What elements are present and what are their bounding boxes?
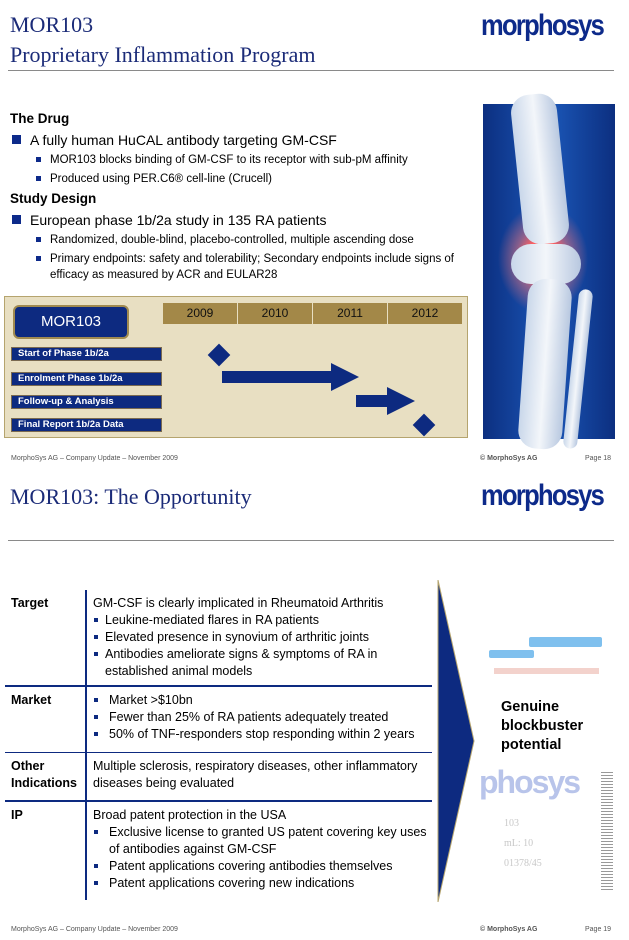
opportunity-table: Target GM-CSF is clearly implicated in R… [5, 590, 432, 900]
list-item: Patent applications covering new indicat… [93, 875, 432, 892]
year-header: 2012 [388, 303, 462, 324]
row-label: Market [5, 687, 87, 752]
timeline-row-label: Final Report 1b/2a Data [11, 418, 162, 432]
footer-copyright: © MorphoSys AG [480, 455, 538, 462]
year-header: 2010 [238, 303, 312, 324]
subbullet: Randomized, double-blind, placebo-contro… [10, 232, 478, 248]
table-row-market: Market Market >$10bn Fewer than 25% of R… [5, 687, 432, 753]
heading-the-drug: The Drug [10, 111, 70, 126]
footer-left: MorphoSys AG – Company Update – November… [11, 926, 178, 933]
table-row-other-indications: Other Indications Multiple sclerosis, re… [5, 753, 432, 802]
subbullet: MOR103 blocks binding of GM-CSF to its r… [10, 152, 478, 168]
footer-page: Page 18 [585, 455, 612, 462]
morphosys-logo: morphosys [481, 9, 605, 42]
timeline-row-label: Follow-up & Analysis [11, 395, 162, 409]
barcode [601, 772, 613, 890]
row-lead: GM-CSF is clearly implicated in Rheumato… [93, 596, 384, 610]
row-label: Target [5, 590, 87, 685]
row-content: Broad patent protection in the USA Exclu… [87, 802, 432, 900]
row-lead: Broad patent protection in the USA [93, 808, 287, 822]
arrow-enrolment [222, 363, 359, 391]
timeline-label: MOR103 [13, 305, 129, 339]
year-header: 2011 [313, 303, 387, 324]
slide-title-line1: MOR103 [10, 12, 94, 37]
list-item: Patent applications covering antibodies … [93, 858, 432, 875]
list-item: Antibodies ameliorate signs & symptoms o… [93, 646, 432, 680]
list-item: Exclusive license to granted US patent c… [93, 824, 432, 858]
vial-text: 103 [504, 818, 519, 829]
vial-text: mL: 10 [504, 838, 534, 849]
list-item: Fewer than 25% of RA patients adequately… [93, 709, 432, 726]
footer-page: Page 19 [585, 926, 612, 933]
vial-logo: phosys [479, 764, 581, 800]
heading-study-design: Study Design [10, 191, 97, 206]
subbullet: Produced using PER.C6® cell-line (Crucel… [10, 171, 478, 187]
row-content: Market >$10bn Fewer than 25% of RA patie… [87, 687, 432, 752]
timeline-row-label: Enrolment Phase 1b/2a [11, 372, 162, 386]
slide-title-line2: Proprietary Inflammation Program [10, 42, 316, 67]
table-row-ip: IP Broad patent protection in the USA Ex… [5, 802, 432, 900]
title-rule [8, 540, 614, 541]
year-header: 2009 [163, 303, 237, 324]
timeline-chart: MOR103 2009 2010 2011 2012 Start of Phas… [4, 296, 468, 438]
row-content: GM-CSF is clearly implicated in Rheumato… [87, 590, 432, 685]
list-item: Market >$10bn [93, 692, 432, 709]
timeline-row-label: Start of Phase 1b/2a [11, 347, 162, 361]
row-label: Other Indications [5, 753, 87, 800]
callout-text: Genuine blockbuster potential [501, 699, 584, 753]
vial-image: Genuine blockbuster potential phosys 103… [479, 582, 619, 900]
slide-title: MOR103: The Opportunity [10, 484, 252, 509]
list-item: 50% of TNF-responders stop responding wi… [93, 726, 432, 743]
content-bullets: The Drug A fully human HuCAL antibody ta… [10, 111, 478, 283]
row-label: IP [5, 802, 87, 900]
footer-left: MorphoSys AG – Company Update – November… [11, 455, 178, 462]
subbullet: Primary endpoints: safety and tolerabili… [10, 251, 478, 283]
chevron-arrow [437, 580, 475, 902]
vial-text: 01378/45 [504, 858, 542, 869]
arrow-follow-up [356, 387, 415, 415]
knee-joint-image [483, 92, 615, 451]
morphosys-logo: morphosys [481, 479, 605, 512]
row-content: Multiple sclerosis, respiratory diseases… [93, 759, 418, 790]
list-item: Leukine-mediated flares in RA patients [93, 612, 432, 629]
table-row-target: Target GM-CSF is clearly implicated in R… [5, 590, 432, 687]
footer-copyright: © MorphoSys AG [480, 926, 538, 933]
bullet: European phase 1b/2a study in 135 RA pat… [10, 211, 478, 229]
title-rule [8, 70, 614, 71]
bullet: A fully human HuCAL antibody targeting G… [10, 131, 478, 149]
list-item: Elevated presence in synovium of arthrit… [93, 629, 432, 646]
timeline-arrows [222, 363, 415, 415]
